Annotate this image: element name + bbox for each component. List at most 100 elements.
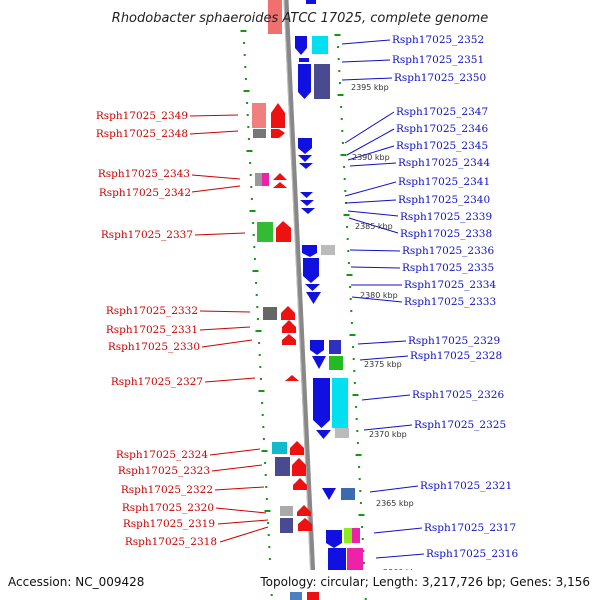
gene-label-right[interactable]: Rsph17025_2341 <box>398 176 490 188</box>
reverse-genes <box>290 36 363 600</box>
gene-label-left[interactable]: Rsph17025_2330 <box>108 341 200 353</box>
gene-label-left[interactable]: Rsph17025_2342 <box>99 187 191 199</box>
right-gene-labels: Rsph17025_2352Rsph17025_2351Rsph17025_23… <box>392 34 518 560</box>
gene-2350b <box>314 64 330 99</box>
gene-label-left[interactable]: Rsph17025_2343 <box>98 168 190 180</box>
gene-label-right[interactable]: Rsph17025_2351 <box>392 54 484 66</box>
gene-2329b <box>329 340 341 354</box>
gene-label-left[interactable]: Rsph17025_2337 <box>101 229 193 241</box>
tick-mark <box>337 58 340 60</box>
gene-label-right[interactable]: Rsph17025_2350 <box>394 72 486 84</box>
gene-label-right[interactable]: Rsph17025_2352 <box>392 34 484 46</box>
gene-label-right[interactable]: Rsph17025_2333 <box>404 296 496 308</box>
gene-label-right[interactable]: Rsph17025_2344 <box>398 157 490 169</box>
tick-mark <box>253 246 256 248</box>
tick-mark <box>340 106 343 108</box>
map-title: Rhodobacter sphaeroides ATCC 17025, comp… <box>112 11 488 26</box>
tick-mark <box>246 102 249 104</box>
gene-label-right[interactable]: Rsph17025_2326 <box>412 389 504 401</box>
leader-2321 <box>369 485 419 493</box>
gene-2324a <box>272 442 287 454</box>
gene-label-left[interactable]: Rsph17025_2320 <box>122 502 214 514</box>
gene-label-right[interactable]: Rsph17025_2346 <box>396 123 488 135</box>
gene-2317a <box>326 530 342 548</box>
gene-2336a <box>302 245 317 257</box>
gene-2352b <box>312 36 328 54</box>
gene-label-right[interactable]: Rsph17025_2335 <box>402 262 494 274</box>
gene-label-left[interactable]: Rsph17025_2319 <box>123 518 215 530</box>
gene-2320a <box>280 506 293 516</box>
gene-label-right[interactable]: Rsph17025_2347 <box>396 106 488 118</box>
leader-2323 <box>211 464 263 472</box>
gene-2349b <box>271 103 285 128</box>
kbp-label: 2390 kbp <box>352 153 390 162</box>
tick-mark <box>255 330 262 332</box>
tick-mark <box>252 222 255 224</box>
gene-label-right[interactable]: Rsph17025_2328 <box>410 350 502 362</box>
gene-label-right[interactable]: Rsph17025_2338 <box>400 228 492 240</box>
gene-label-right[interactable]: Rsph17025_2316 <box>426 548 518 560</box>
gene-2320b <box>297 505 311 516</box>
tick-mark <box>346 274 353 276</box>
gene-label-left[interactable]: Rsph17025_2322 <box>121 484 213 496</box>
gene-label-right[interactable]: Rsph17025_2317 <box>424 522 516 534</box>
gene-label-left[interactable]: Rsph17025_2318 <box>125 536 217 548</box>
tick-mark <box>247 138 250 140</box>
kbp-label: 2385 kbp <box>355 222 393 231</box>
tick-mark <box>265 498 268 500</box>
tick-mark <box>262 438 265 440</box>
gene-label-left[interactable]: Rsph17025_2349 <box>96 110 188 122</box>
tick-mark <box>256 318 259 320</box>
tick-mark <box>349 286 352 288</box>
tick-mark <box>355 454 362 456</box>
tick-mark <box>358 514 365 516</box>
gene-label-right[interactable]: Rsph17025_2321 <box>420 480 512 492</box>
tick-mark <box>249 174 252 176</box>
gene-label-right[interactable]: Rsph17025_2339 <box>400 211 492 223</box>
leader-2348 <box>189 130 239 135</box>
gene-label-left[interactable]: Rsph17025_2332 <box>106 305 198 317</box>
kbp-label: 2375 kbp <box>364 360 402 369</box>
gene-2348b <box>271 129 285 138</box>
tick-mark <box>258 342 261 344</box>
gene-2349a <box>252 103 266 128</box>
tick-mark <box>344 202 347 204</box>
gene-2319b <box>298 518 312 531</box>
gene-2336b <box>321 245 335 255</box>
gene-label-right[interactable]: Rsph17025_2345 <box>396 140 488 152</box>
gene-2323b <box>292 458 306 476</box>
leader-2319 <box>217 519 269 525</box>
tick-mark <box>267 522 270 524</box>
gene-label-right[interactable]: Rsph17025_2325 <box>414 419 506 431</box>
gene-label-right[interactable]: Rsph17025_2334 <box>404 279 496 291</box>
tick-mark <box>264 510 271 512</box>
gene-label-left[interactable]: Rsph17025_2331 <box>106 324 198 336</box>
leader-2320 <box>215 507 267 514</box>
tick-mark <box>343 214 350 216</box>
gene-label-left[interactable]: Rsph17025_2348 <box>96 128 188 140</box>
leader-2344 <box>349 162 397 167</box>
genome-backbone-shadow <box>283 0 313 600</box>
tick-mark <box>355 418 358 420</box>
gene-2325a <box>316 430 331 439</box>
tick-mark <box>344 190 347 192</box>
gene-label-right[interactable]: Rsph17025_2336 <box>402 245 494 257</box>
tick-mark <box>358 478 361 480</box>
tick-mark <box>347 250 350 252</box>
gene-2337b <box>276 221 291 242</box>
gene-2317b <box>344 528 352 543</box>
gene-2343b <box>262 173 269 186</box>
gene-label-right[interactable]: Rsph17025_2340 <box>398 194 490 206</box>
tick-mark <box>364 598 367 600</box>
gene-2328a <box>312 356 326 369</box>
gene-label-left[interactable]: Rsph17025_2324 <box>116 449 208 461</box>
gene-label-right[interactable]: Rsph17025_2329 <box>408 335 500 347</box>
leader-2325 <box>363 424 413 431</box>
leader-2328 <box>359 355 409 361</box>
gene-label-left[interactable]: Rsph17025_2323 <box>118 465 210 477</box>
tick-mark <box>264 462 267 464</box>
leader-2326 <box>361 394 411 401</box>
gene-2350a <box>298 64 311 99</box>
gene-label-left[interactable]: Rsph17025_2327 <box>111 376 203 388</box>
gene-2337a <box>257 222 273 242</box>
